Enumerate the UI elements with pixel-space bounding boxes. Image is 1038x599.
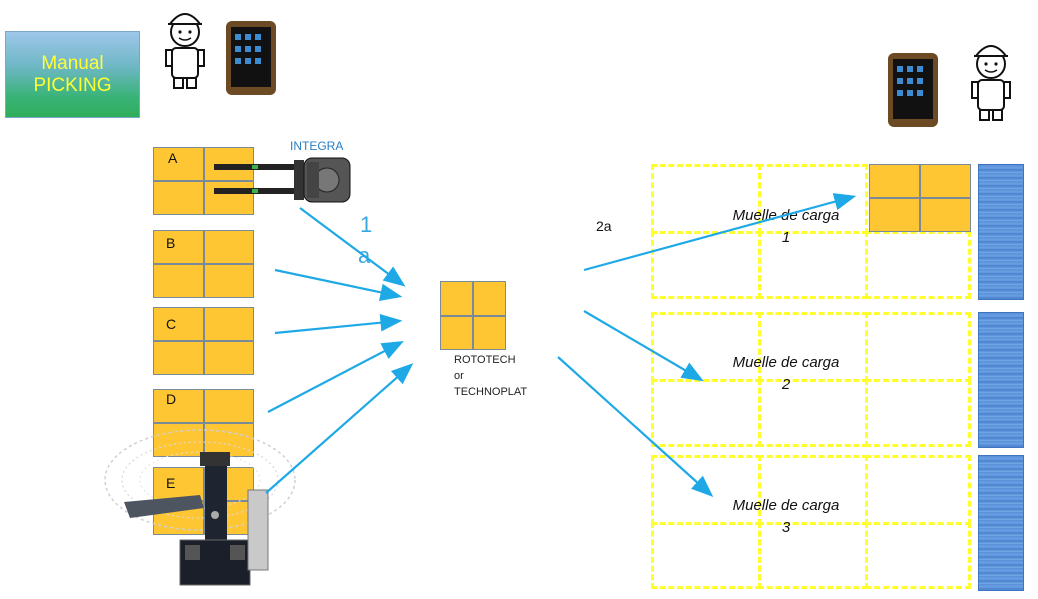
pallet-b [153, 230, 254, 298]
hub-label: ROTOTECH or TECHNOPLAT [454, 352, 527, 400]
arrow-hub-to-dock-3 [557, 356, 714, 497]
dock-label-2-text: Muelle de carga [732, 354, 840, 371]
pallet-label-c: C [166, 316, 177, 332]
dock-3 [651, 455, 971, 589]
manual-label: Manual [41, 52, 104, 74]
tablet-icon [226, 21, 276, 95]
dock-2 [651, 312, 971, 447]
pallet-label-b: B [166, 235, 176, 251]
hub-label-line2: or [454, 370, 464, 382]
robot-arm-icon [104, 429, 296, 586]
pallet-label-a: A [168, 150, 178, 166]
dock-door-3 [978, 455, 1024, 591]
dock-1-pallet [869, 164, 971, 232]
pallet-a [153, 147, 254, 215]
arrow-e-to-hub [265, 363, 414, 494]
manual-picking-box: Manual PICKING [5, 31, 140, 118]
dock-label-2: Muelle de carga 2 [716, 352, 856, 396]
dock-1 [651, 164, 971, 299]
dock-label-3: Muelle de carga 3 [716, 495, 856, 539]
arrow-hub-to-dock-1 [583, 193, 857, 272]
dock-label-3-number: 3 [781, 519, 791, 536]
integra-label: INTEGRA [290, 139, 344, 153]
pallet-d [153, 389, 254, 457]
step-label-1: 1 [360, 212, 373, 237]
dock-label-2-number: 2 [781, 376, 791, 393]
pallet-label-e: E [166, 475, 176, 491]
forklift-icon [214, 157, 351, 203]
tablet-icon-right [888, 53, 938, 127]
arrow-c-to-hub [274, 313, 403, 335]
pallet-c [153, 307, 254, 375]
arrow-a-to-hub [299, 207, 406, 287]
dock-label-3-text: Muelle de carga [732, 497, 840, 514]
worker-icon-right [971, 45, 1011, 121]
hub-label-line3: TECHNOPLAT [454, 386, 528, 398]
picking-label: PICKING [33, 74, 112, 96]
arrow-d-to-hub [267, 340, 404, 413]
worker-icon [165, 13, 205, 89]
hub-pallet [440, 281, 506, 350]
dock-door-2 [978, 312, 1024, 448]
dock-door-1 [978, 164, 1024, 300]
pallet-label-d: D [166, 391, 177, 407]
step-label-2a: 2a [596, 218, 612, 234]
arrow-hub-to-dock-2 [583, 310, 704, 382]
dock-label-1-number: 1 [781, 229, 791, 246]
hub-label-line1: ROTOTECH [454, 354, 516, 366]
arrow-b-to-hub [274, 268, 403, 301]
